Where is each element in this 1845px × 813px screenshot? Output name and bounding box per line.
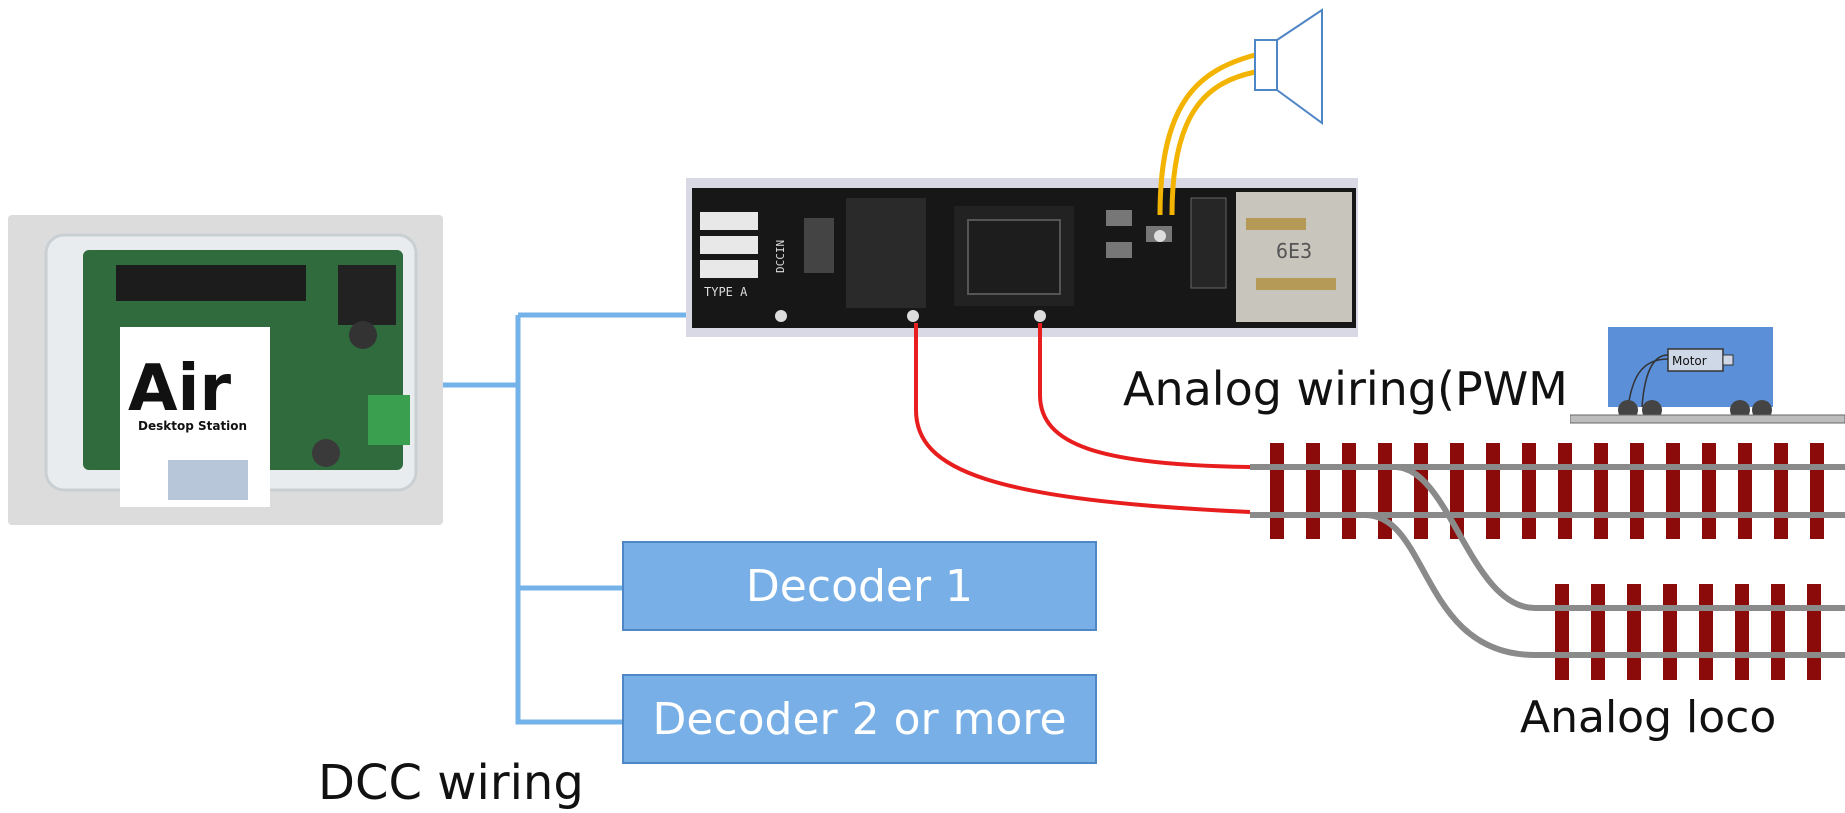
- sleeper: [1735, 584, 1749, 680]
- decoder-board: TYPE A 6E3 DCCIN: [686, 178, 1358, 337]
- sleeper: [1594, 443, 1608, 539]
- sleeper: [1414, 443, 1428, 539]
- decoder-1-label: Decoder 1: [745, 560, 974, 612]
- command-station-device: Air Desktop Station: [8, 215, 443, 525]
- analog-wiring-label: Analog wiring(PWM: [1123, 362, 1568, 416]
- sleeper: [1666, 443, 1680, 539]
- sleeper: [1807, 584, 1821, 680]
- board-dccin-silkscreen: DCCIN: [774, 240, 787, 273]
- board-6e3-silkscreen: 6E3: [1276, 239, 1312, 263]
- sleeper: [1522, 443, 1536, 539]
- sleeper: [1486, 443, 1500, 539]
- sleeper: [1699, 584, 1713, 680]
- sleeper: [1771, 584, 1785, 680]
- sleeper: [1306, 443, 1320, 539]
- analog-loco-label: Analog loco: [1520, 692, 1777, 743]
- sleeper: [1630, 443, 1644, 539]
- sleeper: [1342, 443, 1356, 539]
- sleeper: [1663, 584, 1677, 680]
- board-type-silkscreen: TYPE A: [704, 285, 748, 299]
- sleeper: [1558, 443, 1572, 539]
- decoder-2-label: Decoder 2 or more: [652, 693, 1067, 745]
- sleeper: [1555, 584, 1569, 680]
- sleeper: [1591, 584, 1605, 680]
- branch-track-sleepers: [1555, 584, 1821, 680]
- sleeper: [1270, 443, 1284, 539]
- sleeper: [1810, 443, 1824, 539]
- analog-loco: Motor: [1570, 327, 1845, 424]
- device-brand-text: Desktop Station: [138, 419, 247, 433]
- main-track-sleepers: [1270, 443, 1824, 539]
- decoder-1-box: Decoder 1: [622, 541, 1097, 631]
- sleeper: [1627, 584, 1641, 680]
- device-logo-text: Air: [128, 352, 231, 426]
- sleeper: [1702, 443, 1716, 539]
- dcc-wiring-label: DCC wiring: [318, 755, 584, 811]
- motor-label: Motor: [1672, 354, 1707, 368]
- decoder-2-box: Decoder 2 or more: [622, 674, 1097, 764]
- sleeper: [1738, 443, 1752, 539]
- sleeper: [1774, 443, 1788, 539]
